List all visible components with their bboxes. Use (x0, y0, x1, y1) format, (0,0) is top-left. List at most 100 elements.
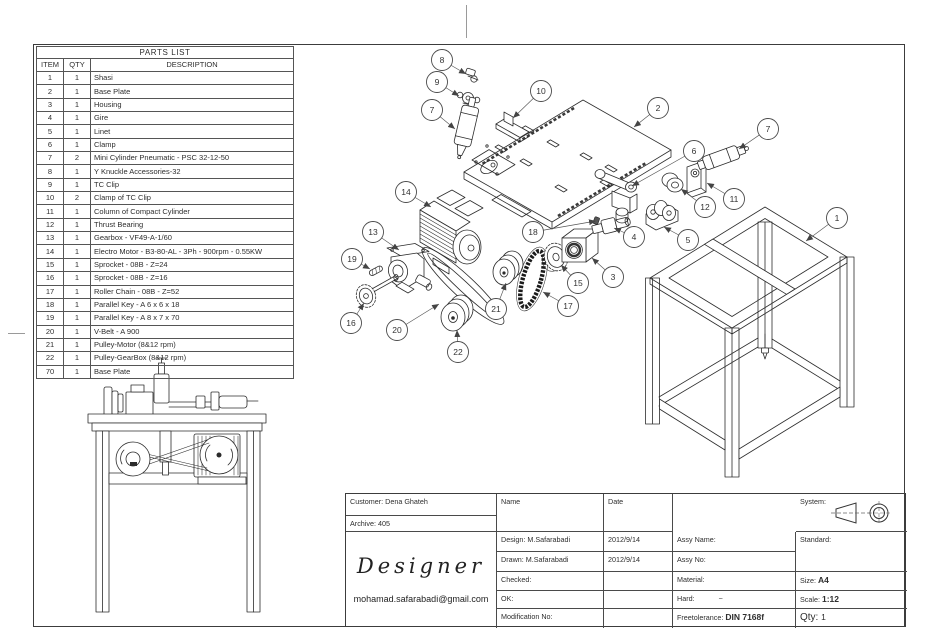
designer-logo: Designer (356, 554, 486, 578)
scale-field: Scale: 1:12 (796, 591, 907, 609)
balloon-leader-6 (631, 150, 695, 187)
date-column-header: Date (604, 494, 673, 532)
assy-name-field: Assy Name: (673, 532, 796, 552)
balloon-7 (421, 99, 443, 121)
designer-box: Designer mohamad.safarabadi@gmail.com (346, 532, 497, 628)
freetolerance-value: DIN 7168f (725, 612, 765, 622)
design-date: 2012/9/14 (604, 532, 673, 552)
name-column-header: Name (497, 494, 604, 532)
freetolerance-field: Freetolerance: DIN 7168f (673, 609, 796, 628)
balloon-21 (485, 298, 507, 320)
balloon-5 (677, 229, 699, 251)
balloon-7 (757, 118, 779, 140)
assy-no-field: Assy No: (673, 552, 796, 572)
balloon-number-9: 9 (435, 77, 440, 87)
balloon-number-18: 18 (528, 227, 538, 237)
design-row: Design: M.Safarabadi (497, 532, 604, 552)
scale-value: 1:12 (821, 594, 839, 604)
balloon-number-12: 12 (700, 202, 710, 212)
balloon-number-13: 13 (368, 227, 378, 237)
balloon-9 (426, 71, 448, 93)
balloon-18 (522, 221, 544, 243)
scale-label: Scale: (800, 595, 820, 604)
balloon-number-16: 16 (346, 318, 356, 328)
balloon-16 (340, 312, 362, 334)
center-tick-top (466, 5, 467, 38)
ok-date (604, 591, 673, 609)
hard-label: Hard: (677, 594, 695, 603)
material-field: Material: (673, 572, 796, 591)
frame-isometric-view (645, 206, 855, 478)
balloon-number-15: 15 (573, 278, 583, 288)
qty-value: 1 (821, 612, 826, 622)
ok-row: OK: (497, 591, 604, 609)
balloon-number-21: 21 (491, 304, 501, 314)
balloon-number-4: 4 (632, 232, 637, 242)
balloon-14 (395, 181, 417, 203)
exploded-view (355, 67, 749, 332)
size-value: A4 (817, 575, 829, 585)
modification-row: Modification No: (497, 609, 604, 628)
balloon-22 (447, 341, 469, 363)
col-header-item: ITEM (36, 58, 64, 72)
qty-field: Qty: 1 (796, 609, 907, 628)
balloon-3 (602, 266, 624, 288)
balloon-20 (386, 319, 408, 341)
parts-list-title: PARTS LIST (35, 46, 295, 59)
balloon-number-8: 8 (440, 55, 445, 65)
hard-field: Hard: ~ (673, 591, 796, 609)
projection-symbol-icon (831, 501, 890, 525)
customer-field: Customer: Dena Ghateh (346, 494, 497, 516)
balloon-19 (341, 248, 363, 270)
balloon-number-6: 6 (692, 146, 697, 156)
title-block: Customer: Dena Ghateh Archive: 405 Desig… (345, 493, 907, 628)
balloon-8 (431, 49, 453, 71)
balloon-number-5: 5 (686, 235, 691, 245)
modification-date (604, 609, 673, 628)
balloon-number-10: 10 (536, 86, 546, 96)
balloon-number-19: 19 (347, 254, 357, 264)
balloon-1 (826, 207, 848, 229)
size-field: Size: A4 (796, 572, 907, 591)
balloon-number-7: 7 (766, 124, 771, 134)
balloon-17 (557, 295, 579, 317)
balloon-11 (723, 188, 745, 210)
balloon-6 (683, 140, 705, 162)
balloon-2 (647, 97, 669, 119)
standard-field: Standard: (796, 532, 907, 572)
parts-list-header-row: ITEM QTY DESCRIPTION (36, 58, 295, 72)
center-tick-left (8, 333, 25, 334)
system-field: System: (796, 494, 907, 532)
balloon-number-1: 1 (835, 213, 840, 223)
balloon-10 (530, 80, 552, 102)
designer-email: mohamad.safarabadi@gmail.com (353, 594, 489, 604)
balloon-number-11: 11 (730, 194, 739, 204)
checked-date (604, 572, 673, 591)
size-label: Size: (800, 576, 816, 585)
balloon-number-17: 17 (563, 301, 573, 311)
balloon-12 (694, 196, 716, 218)
archive-field: Archive: 405 (346, 516, 497, 532)
drawn-row: Drawn: M.Safarabadi (497, 552, 604, 572)
